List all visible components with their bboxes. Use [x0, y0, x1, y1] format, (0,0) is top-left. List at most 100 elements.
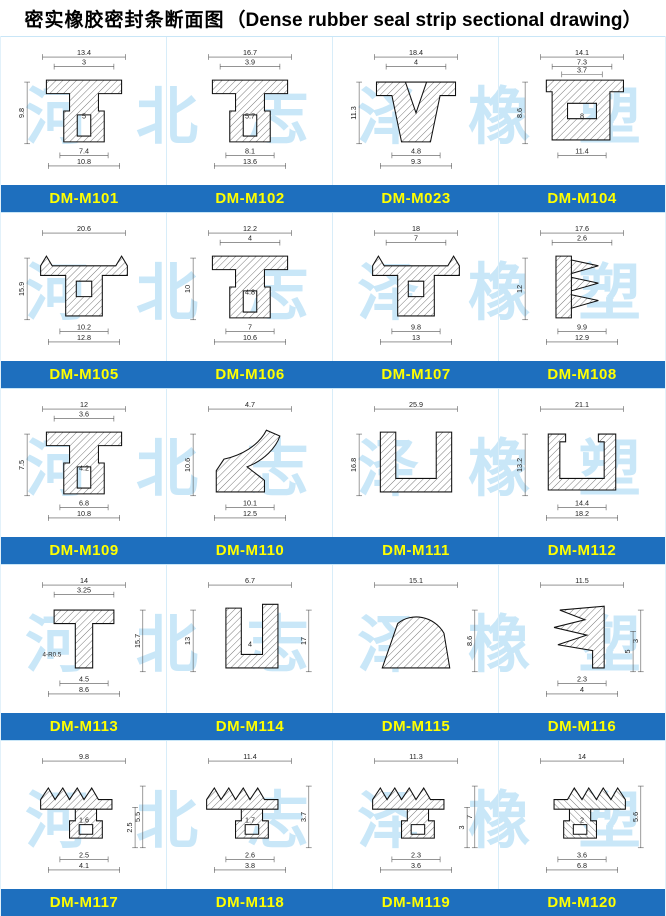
svg-text:8.6: 8.6 — [515, 108, 524, 118]
svg-text:15.1: 15.1 — [408, 576, 422, 585]
svg-text:13: 13 — [183, 637, 192, 645]
svg-text:3: 3 — [457, 826, 466, 830]
svg-text:13: 13 — [411, 333, 419, 342]
svg-text:2.6: 2.6 — [244, 850, 254, 859]
model-label: DM-M101 — [49, 190, 119, 207]
svg-text:4: 4 — [247, 640, 251, 649]
svg-text:4-R0.5: 4-R0.5 — [42, 651, 61, 658]
svg-text:4.2: 4.2 — [78, 464, 88, 473]
svg-text:10.6: 10.6 — [242, 333, 256, 342]
model-label: DM-M023 — [381, 190, 451, 207]
svg-text:5.6: 5.6 — [631, 812, 640, 822]
svg-text:2.5: 2.5 — [125, 823, 134, 833]
svg-text:10.6: 10.6 — [183, 458, 192, 472]
model-label: DM-M102 — [215, 190, 285, 207]
svg-text:10.8: 10.8 — [76, 157, 90, 166]
model-label: DM-M112 — [547, 542, 617, 559]
page-title-cn: 密实橡胶密封条断面图 — [24, 8, 225, 31]
svg-text:4.7: 4.7 — [244, 400, 254, 409]
svg-text:9.9: 9.9 — [577, 322, 587, 331]
svg-text:3.25: 3.25 — [76, 586, 90, 595]
profile-drawing: 15.18.6 — [373, 576, 478, 673]
profile-drawing: 21.113.214.418.2 — [515, 400, 624, 521]
model-label: DM-M105 — [49, 366, 119, 383]
svg-text:9.8: 9.8 — [410, 322, 420, 331]
svg-text:14.4: 14.4 — [575, 498, 589, 507]
svg-text:8.6: 8.6 — [78, 685, 88, 694]
svg-text:10: 10 — [183, 285, 192, 293]
model-label: DM-M120 — [547, 894, 617, 911]
svg-text:5.5: 5.5 — [132, 812, 141, 822]
svg-text:5: 5 — [81, 112, 85, 121]
profile-drawing: 9.85.52.51.62.54.1 — [39, 752, 146, 873]
svg-text:15.9: 15.9 — [17, 282, 26, 296]
profile-drawing: 16.73.95.78.113.6 — [207, 48, 292, 169]
svg-text:13.2: 13.2 — [515, 458, 524, 472]
svg-text:13.4: 13.4 — [76, 48, 90, 57]
catalog-grid: 河北志泽橡塑13.439.857.410.816.73.95.78.113.61… — [0, 36, 666, 916]
svg-text:12.2: 12.2 — [242, 224, 256, 233]
svg-text:2.3: 2.3 — [577, 674, 587, 683]
model-label: DM-M106 — [215, 366, 285, 383]
svg-text:17: 17 — [298, 637, 307, 645]
svg-text:12.8: 12.8 — [76, 333, 90, 342]
svg-text:18.4: 18.4 — [408, 48, 422, 57]
svg-text:1.6: 1.6 — [78, 816, 88, 825]
svg-text:3: 3 — [81, 58, 85, 67]
model-label: DM-M119 — [381, 894, 451, 911]
svg-text:5: 5 — [623, 650, 632, 654]
svg-text:1.7: 1.7 — [244, 816, 254, 825]
model-label: DM-M117 — [49, 894, 119, 911]
svg-text:18.2: 18.2 — [575, 509, 589, 518]
svg-text:13.6: 13.6 — [242, 157, 256, 166]
svg-text:9.8: 9.8 — [17, 108, 26, 118]
model-label: DM-M113 — [49, 718, 119, 735]
svg-text:10.1: 10.1 — [242, 498, 256, 507]
model-label: DM-M115 — [381, 718, 451, 735]
profile-drawing: 20.615.910.212.8 — [17, 224, 128, 345]
svg-text:4: 4 — [580, 685, 584, 694]
model-label: DM-M111 — [382, 542, 450, 559]
svg-text:7.3: 7.3 — [577, 58, 587, 67]
svg-text:10.8: 10.8 — [76, 509, 90, 518]
svg-text:7.5: 7.5 — [17, 460, 26, 470]
svg-text:8.1: 8.1 — [244, 146, 254, 155]
svg-text:7: 7 — [413, 234, 417, 243]
svg-text:11.3: 11.3 — [409, 752, 423, 761]
svg-text:14: 14 — [578, 752, 586, 761]
svg-text:3.9: 3.9 — [244, 58, 254, 67]
svg-text:2.3: 2.3 — [410, 850, 420, 859]
model-label: DM-M110 — [215, 542, 285, 559]
svg-text:6.8: 6.8 — [78, 498, 88, 507]
svg-text:4: 4 — [413, 58, 417, 67]
svg-text:3.6: 3.6 — [577, 850, 587, 859]
model-label: DM-M118 — [215, 894, 285, 911]
model-label: DM-M116 — [547, 718, 617, 735]
profile-drawing: 4.710.610.112.5 — [183, 400, 292, 521]
svg-text:2.6: 2.6 — [577, 234, 587, 243]
